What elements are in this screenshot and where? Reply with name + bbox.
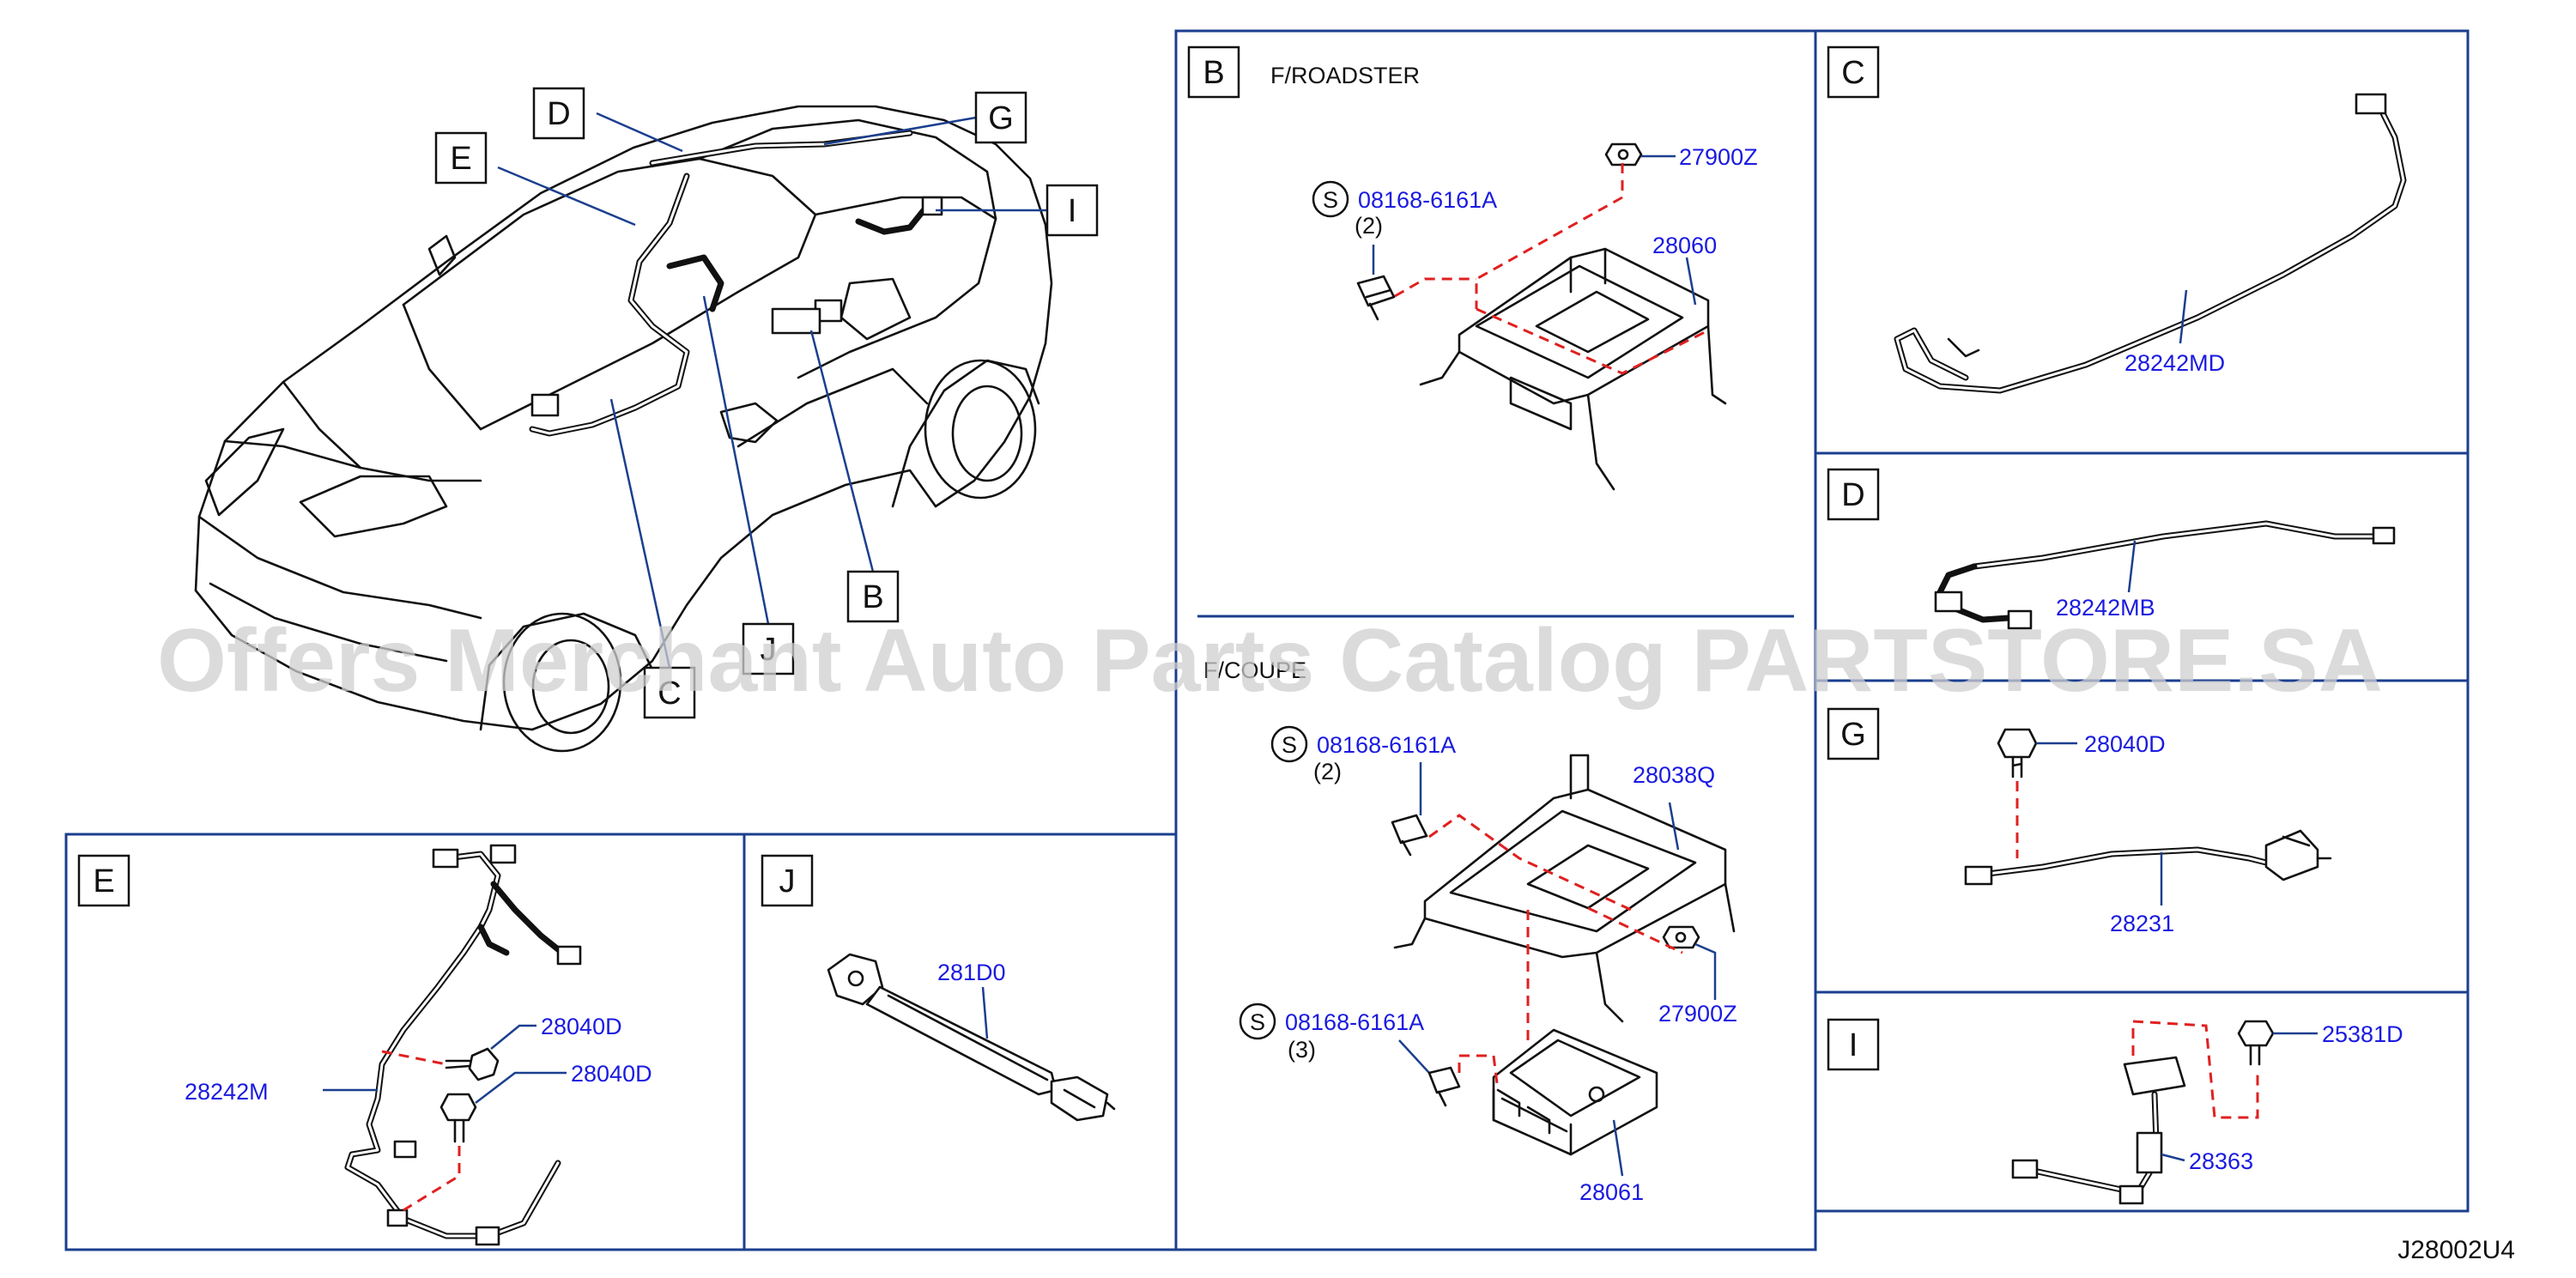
part-27900z-roadster: 27900Z: [1679, 144, 1758, 170]
panel-c-label: C: [1841, 55, 1864, 91]
bolt-icon: [445, 1047, 500, 1081]
panel-e: E 28242M 28040D 28040D: [77, 844, 652, 1246]
panel-g: G 28040D 28231: [1827, 707, 2332, 936]
panel-g-frame: [1814, 679, 2470, 994]
label-d-text: D: [547, 96, 570, 132]
overview-label-e: E: [434, 131, 488, 185]
part-28242mb: 28242MB: [2056, 595, 2155, 621]
screw-icon: [1427, 1066, 1461, 1107]
coupe-screw1-symbol: S: [1282, 732, 1297, 758]
car-harness: [529, 130, 943, 437]
qty-roadster-screw: (2): [1355, 213, 1383, 239]
panel-e-frame: [64, 833, 746, 1251]
screw-icon: [1391, 814, 1428, 857]
overview-leaders: [497, 112, 1047, 669]
screw-symbol-icon: [1270, 725, 1308, 763]
label-g-text: G: [988, 100, 1014, 136]
qty-coupe-screw1: (2): [1313, 759, 1342, 784]
diagram-code: J28002U4: [2397, 1236, 2515, 1264]
harness-28242m: [344, 844, 582, 1246]
harness-281d0: [827, 953, 1116, 1122]
harness-28363: [2011, 1056, 2186, 1205]
part-28040d-e1: 28040D: [541, 1014, 622, 1039]
part-28038q: 28038Q: [1633, 762, 1715, 788]
part-28040d-e2: 28040D: [571, 1061, 652, 1087]
roadster-caption: F/ROADSTER: [1270, 63, 1420, 88]
overview-label-c: C: [643, 666, 696, 719]
label-i-text: I: [1068, 193, 1077, 229]
bolt-icon: [2237, 1020, 2275, 1066]
panel-d: D 28242MB: [1827, 468, 2396, 630]
part-08168-6161a-coupe-1: 08168-6161A: [1317, 732, 1456, 758]
part-28061: 28061: [1579, 1179, 1644, 1205]
panel-frames: [64, 29, 2470, 1251]
watermark-text: Offers Merchant Auto Parts Catalog PARTS…: [157, 611, 2383, 711]
screw-icon: [1356, 275, 1396, 321]
label-c-text: C: [658, 675, 681, 712]
car-overview: [194, 105, 1053, 753]
harness-28231: [1964, 829, 2332, 886]
part-28040d-g: 28040D: [2084, 731, 2166, 757]
panel-b-label: B: [1203, 55, 1224, 91]
part-28242md: 28242MD: [2124, 350, 2225, 376]
control-unit-28061: [1492, 1028, 1658, 1156]
part-27900z-coupe: 27900Z: [1658, 1001, 1737, 1027]
part-28231: 28231: [2110, 911, 2174, 936]
panel-e-label: E: [93, 863, 114, 899]
part-08168-6161a-coupe-2: 08168-6161A: [1285, 1009, 1424, 1035]
panel-g-label: G: [1840, 717, 1866, 753]
screw-symbol-icon: [1239, 1002, 1276, 1040]
overview-label-j: J: [742, 622, 795, 675]
part-28242m: 28242M: [185, 1079, 269, 1105]
panel-j-label: J: [779, 863, 796, 899]
panel-i-label: I: [1849, 1027, 1858, 1063]
nut-icon: [1604, 142, 1643, 167]
overview-label-g: G: [974, 91, 1027, 144]
roadster-screw-symbol: S: [1323, 187, 1338, 213]
part-25381d: 25381D: [2322, 1021, 2403, 1047]
part-28363: 28363: [2189, 1148, 2253, 1174]
label-e-text: E: [450, 141, 471, 177]
label-j-text: J: [761, 632, 777, 668]
panel-b: B F/ROADSTER S 08168-6161A (2) 27900Z: [1187, 45, 1758, 1205]
coupe-caption: F/COUPE: [1203, 657, 1306, 683]
panel-i-frame: [1814, 990, 2470, 1213]
label-b-text: B: [862, 579, 883, 615]
overview-label-d: D: [532, 87, 585, 140]
part-08168-6161a-roadster: 08168-6161A: [1358, 187, 1497, 213]
part-28060: 28060: [1652, 233, 1717, 258]
panel-d-label: D: [1841, 477, 1864, 513]
bolt-icon: [1997, 728, 2038, 778]
panel-c: C 28242MD: [1827, 45, 2407, 394]
overview-label-b: B: [846, 570, 900, 623]
panel-j: J 281D0: [761, 854, 1116, 1122]
bracket-28060: [1419, 247, 1727, 491]
qty-coupe-screw2: (3): [1288, 1037, 1316, 1063]
harness-28242md: [1894, 93, 2407, 394]
bolt-icon: [439, 1093, 477, 1143]
overview-label-i: I: [1046, 184, 1099, 237]
screw-symbol-icon: [1312, 180, 1349, 218]
panel-i: I 25381D 28363: [1827, 1018, 2403, 1205]
panel-j-frame: [742, 833, 1178, 1251]
nut-icon: [1662, 925, 1700, 949]
harness-28242mb: [1934, 520, 2396, 630]
coupe-screw2-symbol: S: [1250, 1009, 1265, 1035]
part-281d0: 281D0: [937, 960, 1006, 985]
bracket-28038q: [1393, 754, 1736, 1023]
